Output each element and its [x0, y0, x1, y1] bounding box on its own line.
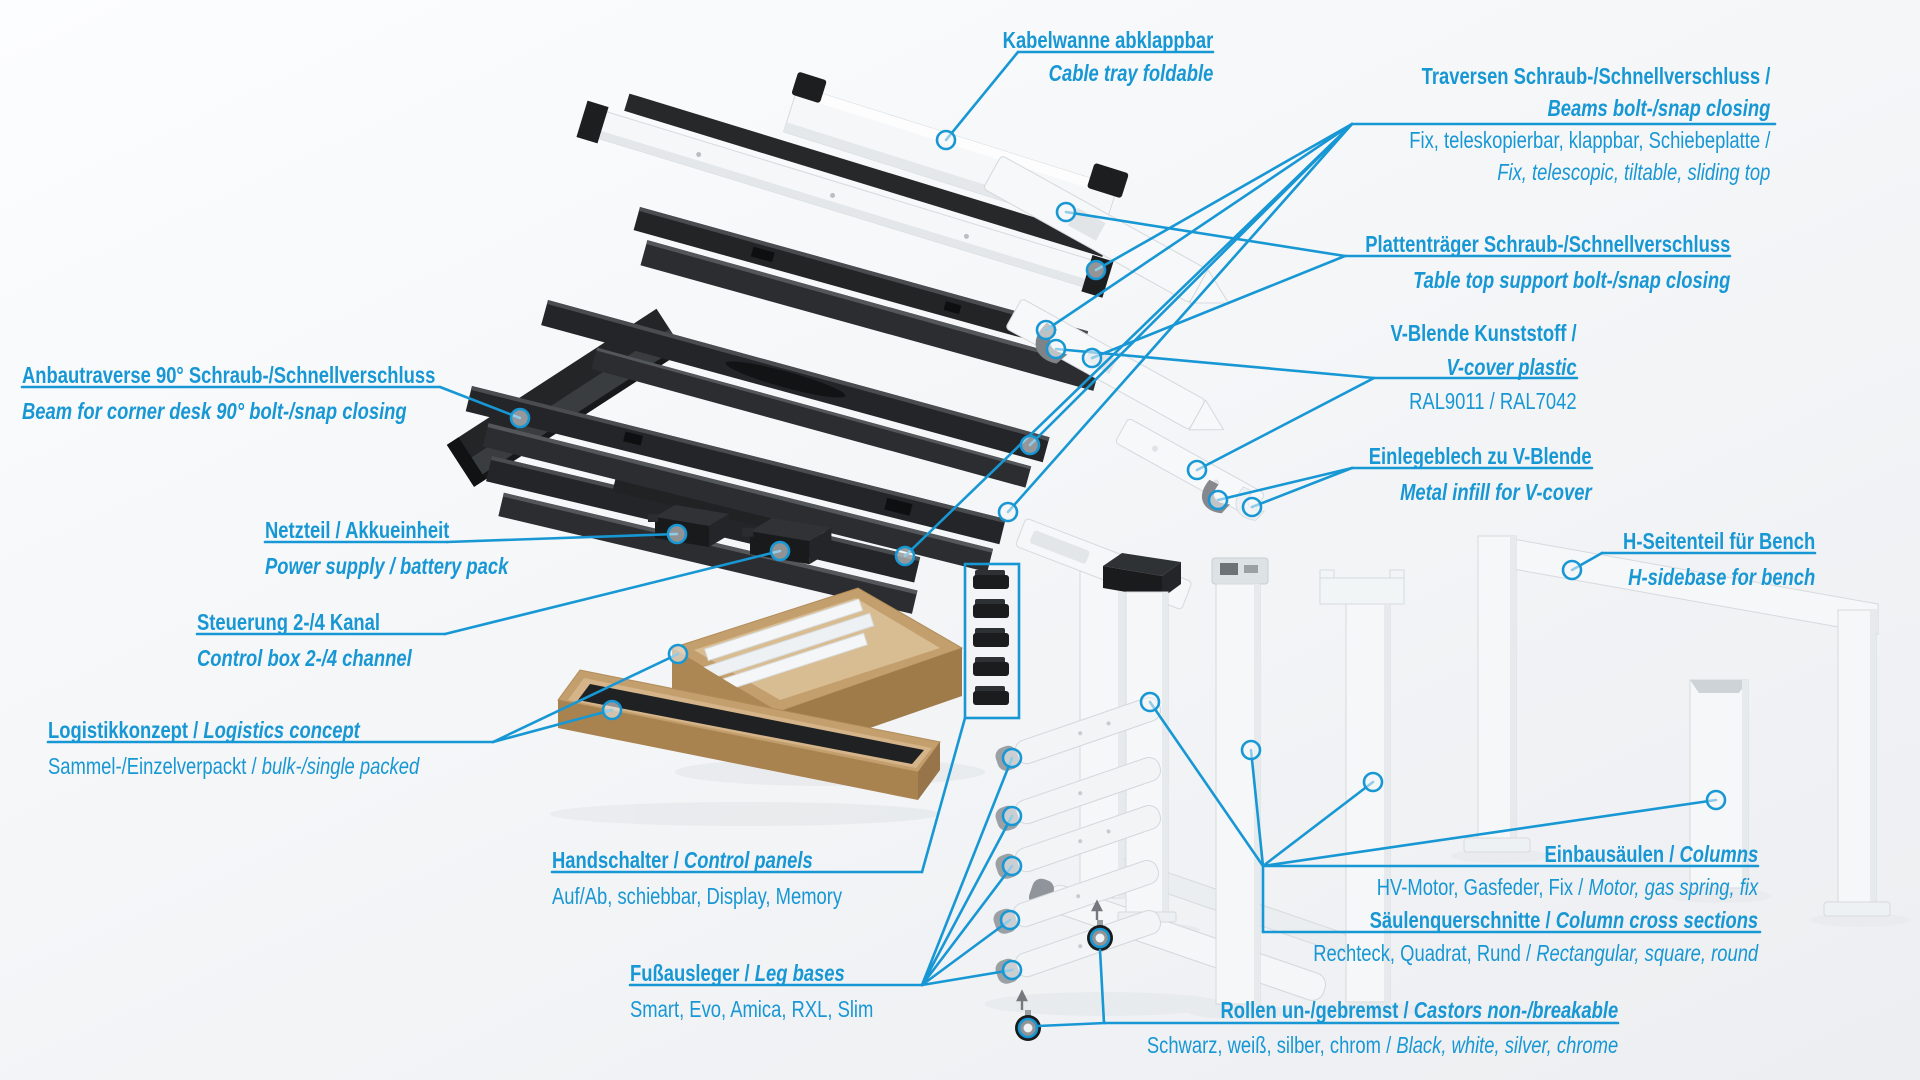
label-beams-closing: Traversen Schraub-/Schnellverschluss / B…: [1409, 60, 1770, 188]
beam-black-long-2-part: [541, 300, 1050, 488]
h-sidebase-part: [1463, 535, 1891, 917]
label-logistics: Logistikkonzept / Logistics concept Samm…: [48, 712, 419, 784]
label-leg-bases-detail: Smart, Evo, Amica, RXL, Slim: [630, 996, 874, 1022]
label-tabletop-support-de: Plattenträger Schraub-/Schnellverschluss: [1364, 231, 1730, 257]
bulk-pack-box-part: [670, 587, 964, 762]
mount-arrow-icon: [1091, 899, 1103, 920]
label-v-cover: V-Blende Kunststoff / V-cover plastic RA…: [1391, 316, 1577, 418]
label-power-supply: Netzteil / Akkueinheit Power supply / ba…: [265, 512, 508, 584]
label-control-panels: Handschalter / Control panels Auf/Ab, sc…: [552, 842, 842, 914]
label-cable-tray-en: Cable tray foldable: [1048, 60, 1213, 86]
label-tabletop-support-en: Table top support bolt-/snap closing: [1412, 267, 1730, 293]
label-castors: Rollen un-/gebremst / Castors non-/break…: [1147, 993, 1618, 1063]
label-cable-tray-de: Kabelwanne abklappbar: [1002, 27, 1213, 53]
label-metal-infill-en: Metal infill for V-cover: [1400, 479, 1592, 505]
label-h-sidebase-en: H-sidebase for bench: [1627, 564, 1815, 590]
label-v-cover-en: V-cover plastic: [1446, 354, 1577, 380]
label-columns-detail-en: Motor, gas spring, fix: [1588, 874, 1758, 900]
label-cross-sections-detail-en: Rectangular, square, round: [1536, 940, 1758, 966]
label-logistics-detail-de: Sammel-/Einzelverpackt /: [48, 753, 257, 779]
control-panel-stack-part: [963, 562, 1021, 720]
label-leg-bases-de: Fußausleger /: [630, 960, 750, 986]
label-h-sidebase-de: H-Seitenteil für Bench: [1622, 528, 1815, 554]
label-tabletop-support: Plattenträger Schraub-/Schnellverschluss…: [1365, 226, 1730, 298]
label-columns-en: Columns: [1679, 841, 1758, 867]
column-fix-part: [1319, 569, 1405, 1003]
label-corner-beam-de: Anbautraverse 90° Schraub-/Schnellversch…: [22, 362, 436, 388]
label-columns-de: Einbausäulen /: [1544, 841, 1675, 867]
beam-white-telescopic-part: [576, 93, 1114, 298]
mount-arrow-icon: [1016, 989, 1028, 1010]
label-beams-closing-de: Traversen Schraub-/Schnellverschluss /: [1421, 63, 1770, 89]
label-castors-de: Rollen un-/gebremst /: [1220, 997, 1409, 1023]
label-v-cover-de: V-Blende Kunststoff /: [1390, 320, 1577, 346]
label-castors-detail-en: Black, white, silver, chrome: [1396, 1032, 1618, 1058]
label-metal-infill-de: Einlegeblech zu V-Blende: [1369, 443, 1592, 469]
leader-lines: [20, 50, 1817, 1028]
label-leg-bases: Fußausleger / Leg bases Smart, Evo, Amic…: [630, 955, 873, 1027]
label-control-box-en: Control box 2-/4 channel: [197, 645, 412, 671]
label-control-panels-de: Handschalter /: [552, 847, 679, 873]
label-corner-beam: Anbautraverse 90° Schraub-/Schnellversch…: [22, 357, 435, 429]
label-castors-detail-de: Schwarz, weiß, silber, chrom /: [1146, 1032, 1391, 1058]
label-corner-beam-en: Beam for corner desk 90° bolt-/snap clos…: [22, 398, 407, 424]
label-h-sidebase: H-Seitenteil für Bench H-sidebase for be…: [1623, 523, 1815, 595]
label-leg-bases-en: Leg bases: [754, 960, 845, 986]
label-logistics-de: Logistikkonzept /: [48, 717, 199, 743]
label-control-box-de: Steuerung 2-/4 Kanal: [197, 609, 381, 635]
label-columns-detail-de: HV-Motor, Gasfeder, Fix /: [1376, 874, 1584, 900]
beam-black-long-3-part: [465, 386, 1006, 573]
label-metal-infill: Einlegeblech zu V-Blende Metal infill fo…: [1369, 438, 1592, 510]
label-power-supply-de: Netzteil / Akkueinheit: [265, 517, 450, 543]
label-cross-sections-en: Column cross sections: [1555, 907, 1758, 933]
column-square-part: [1689, 679, 1749, 889]
label-beams-detail-en: Fix, telescopic, tiltable, sliding top: [1496, 159, 1770, 185]
callout-circles: [509, 129, 1727, 1039]
label-cross-sections-de: Säulenquerschnitte /: [1369, 907, 1551, 933]
label-power-supply-en: Power supply / battery pack: [265, 553, 509, 579]
single-pack-box-part: [557, 669, 941, 800]
label-beams-detail-de: Fix, teleskopierbar, klappbar, Schiebepl…: [1408, 127, 1770, 153]
label-control-panels-detail: Auf/Ab, schiebbar, Display, Memory: [552, 883, 843, 909]
label-v-cover-detail: RAL9011 / RAL7042: [1409, 388, 1577, 414]
column-gas-spring-part: [1211, 557, 1269, 1005]
label-logistics-detail-en: bulk-/single packed: [261, 753, 420, 779]
label-columns: Einbausäulen / Columns HV-Motor, Gasfede…: [1313, 838, 1758, 970]
label-beams-closing-en: Beams bolt-/snap closing: [1547, 95, 1770, 121]
label-logistics-en: Logistics concept: [203, 717, 360, 743]
label-cross-sections-detail-de: Rechteck, Quadrat, Rund /: [1313, 940, 1531, 966]
label-castors-en: Castors non-/breakable: [1413, 997, 1618, 1023]
label-control-box: Steuerung 2-/4 Kanal Control box 2-/4 ch…: [197, 604, 412, 676]
beam-black-long-1-part: [633, 207, 1101, 391]
label-control-panels-en: Control panels: [683, 847, 813, 873]
label-cable-tray: Kabelwanne abklappbar Cable tray foldabl…: [1002, 24, 1213, 90]
